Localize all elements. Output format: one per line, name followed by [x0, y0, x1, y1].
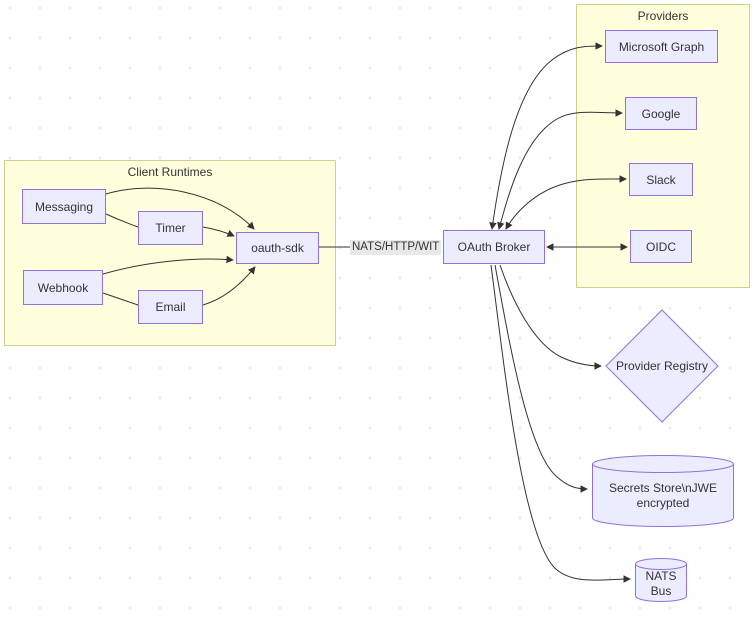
- node-email-label: Email: [155, 300, 186, 314]
- node-oauth-broker[interactable]: OAuth Broker: [443, 230, 545, 264]
- node-secrets-store[interactable]: Secrets Store\nJWE encrypted: [592, 455, 734, 527]
- edge-broker-to-secrets-store: [494, 264, 588, 493]
- node-microsoft-graph-label: Microsoft Graph: [618, 39, 705, 54]
- node-timer-label: Timer: [155, 221, 186, 235]
- node-messaging-label: Messaging: [34, 199, 94, 214]
- node-oidc[interactable]: OIDC: [630, 230, 692, 263]
- node-webhook[interactable]: Webhook: [23, 270, 103, 305]
- node-microsoft-graph[interactable]: Microsoft Graph: [605, 30, 718, 63]
- node-oauth-broker-label: OAuth Broker: [457, 240, 531, 254]
- node-messaging[interactable]: Messaging: [22, 189, 106, 224]
- node-nats-bus-label: NATS Bus: [645, 568, 677, 598]
- node-secrets-store-label-line1: Secrets Store\nJWE: [608, 481, 718, 495]
- edge-label-nats-http-wit: NATS/HTTP/WIT: [350, 240, 442, 255]
- node-nats-bus[interactable]: NATS Bus: [635, 558, 687, 602]
- node-slack[interactable]: Slack: [629, 163, 693, 196]
- node-webhook-label: Webhook: [37, 280, 89, 295]
- cluster-client-runtimes-title: Client Runtimes: [127, 165, 213, 179]
- node-slack-label: Slack: [646, 172, 676, 187]
- cylinder-shape: [635, 558, 687, 602]
- node-google-label: Google: [641, 106, 681, 121]
- node-google[interactable]: Google: [625, 97, 697, 130]
- node-oauth-sdk[interactable]: oauth-sdk: [236, 232, 319, 264]
- node-secrets-store-label-line2: encrypted: [636, 496, 690, 510]
- node-email[interactable]: Email: [138, 290, 203, 324]
- node-oauth-sdk-label: oauth-sdk: [251, 241, 304, 255]
- node-provider-registry[interactable]: Provider Registry: [605, 309, 719, 423]
- cluster-providers-title: Providers: [637, 9, 689, 23]
- node-timer[interactable]: Timer: [138, 211, 203, 245]
- node-provider-registry-label: Provider Registry: [615, 358, 709, 373]
- node-oidc-label: OIDC: [646, 239, 676, 254]
